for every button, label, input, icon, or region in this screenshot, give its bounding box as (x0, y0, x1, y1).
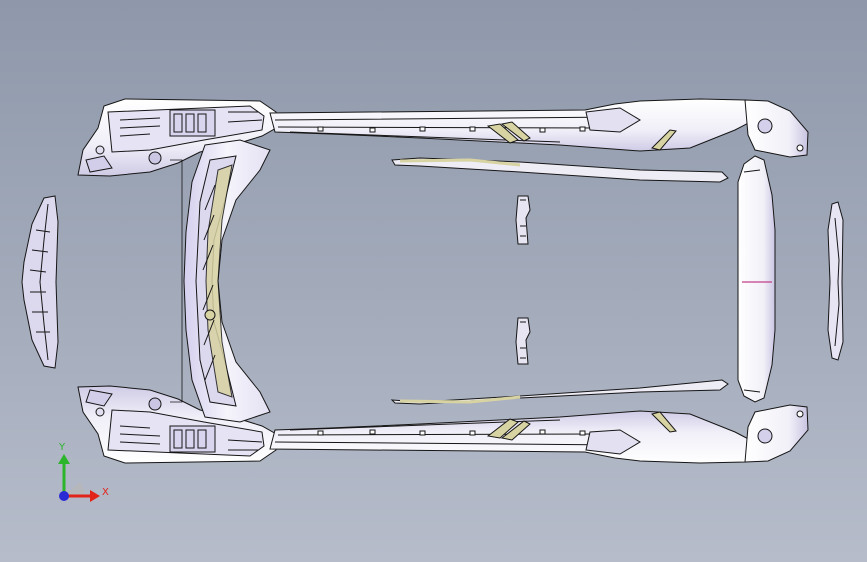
z-axis-dot (59, 491, 69, 501)
front-bulkhead[interactable] (170, 139, 271, 423)
side-rail-bottom[interactable] (77, 385, 809, 464)
front-bumper-beam[interactable] (21, 195, 59, 369)
triad-y-label: Y (59, 442, 66, 453)
y-axis-arrow (58, 454, 70, 464)
bracket-upper[interactable] (515, 195, 531, 245)
triad-x-label: X (102, 487, 109, 498)
rear-corner-bottom (744, 404, 809, 463)
coordinate-triad (58, 454, 100, 502)
rear-corner-top (744, 99, 809, 158)
rear-bumper-beam[interactable] (827, 201, 844, 361)
rear-cross-panel[interactable] (737, 155, 776, 403)
roof-bow-bottom[interactable] (390, 379, 729, 405)
x-axis-arrow (90, 490, 100, 502)
side-rail-top[interactable] (77, 98, 809, 177)
roof-bow-top[interactable] (391, 157, 729, 183)
bracket-lower[interactable] (515, 317, 531, 365)
